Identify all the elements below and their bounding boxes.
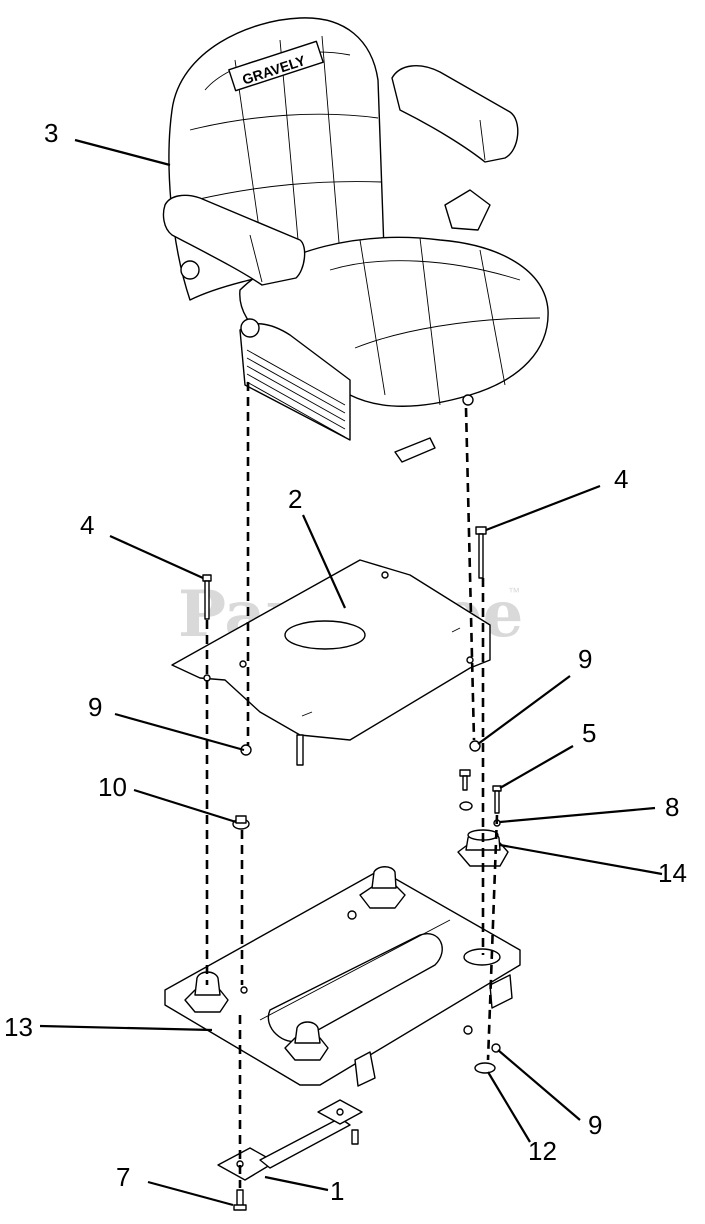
seat-knob	[240, 318, 260, 338]
callout-14: 14	[658, 858, 687, 888]
callout-10: 10	[98, 772, 127, 802]
callout-2: 2	[288, 484, 302, 514]
bolt-right	[475, 526, 487, 579]
callout-4-right: 4	[614, 464, 628, 494]
bolt-bottom	[233, 1189, 247, 1211]
flange-nut	[232, 815, 250, 830]
callout-4-left: 4	[80, 510, 94, 540]
nut-right	[469, 740, 481, 752]
mounting-bracket[interactable]	[217, 1099, 363, 1181]
plate-stud	[296, 734, 304, 766]
frame-mount-1	[359, 866, 406, 909]
seat-belt-buckle	[444, 189, 491, 231]
seat-plate[interactable]	[171, 559, 491, 766]
callout-12: 12	[528, 1136, 557, 1166]
bolt-small	[492, 785, 502, 814]
callout-9-right: 9	[578, 644, 592, 674]
spare-bolt	[459, 769, 473, 811]
seat-assembly[interactable]: GRAVELY	[162, 17, 549, 463]
frame-mount-3	[284, 1021, 329, 1061]
plate-center-hole	[284, 620, 366, 650]
seat-stud	[462, 394, 474, 406]
frame-mount-4	[463, 948, 501, 966]
leader-lines	[39, 138, 663, 1207]
base-frame[interactable]	[164, 866, 521, 1087]
slide-rail-lever	[394, 437, 436, 463]
callouts: 3 2 4 4 9 9 5 10 8 14 13 9 12 7 1	[4, 118, 687, 1206]
callout-1: 1	[330, 1176, 344, 1206]
callout-9-bottom: 9	[588, 1110, 602, 1140]
assembly-lines	[205, 382, 499, 1188]
washer-12	[474, 1062, 496, 1074]
callout-13: 13	[4, 1012, 33, 1042]
adjuster-knob	[180, 260, 200, 280]
callout-5: 5	[582, 718, 596, 748]
watermark-trademark: ™	[508, 585, 520, 599]
callout-9-left: 9	[88, 692, 102, 722]
callout-8: 8	[665, 792, 679, 822]
callout-7: 7	[116, 1162, 130, 1192]
right-armrest	[391, 65, 519, 163]
callout-3: 3	[44, 118, 58, 148]
vent-grille	[246, 349, 346, 438]
frame-tube	[267, 932, 443, 1043]
left-armrest	[162, 194, 306, 286]
